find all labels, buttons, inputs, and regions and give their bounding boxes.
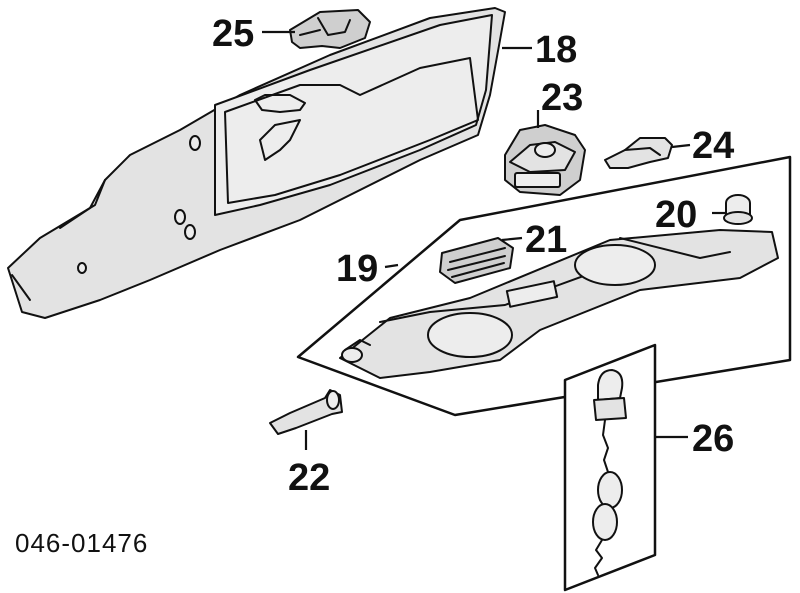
callout-20: 20: [655, 194, 697, 236]
grommet-part-20: [723, 194, 753, 225]
glove-box-door-part-18: [7, 7, 506, 319]
latch-clip-part-25: [289, 9, 371, 49]
callout-19: 19: [336, 248, 378, 290]
vent-grille-part-21: [439, 237, 514, 284]
callout-26: 26: [692, 418, 734, 460]
callout-25: 25: [212, 13, 254, 55]
callout-18: 18: [535, 29, 577, 71]
lower-panel-part-19: [296, 155, 792, 417]
callout-23: 23: [541, 77, 583, 119]
leader-lines: [262, 30, 726, 450]
clip-part-24: [604, 137, 673, 169]
key-set-part-26: [563, 343, 657, 592]
pin-part-22: [269, 389, 343, 435]
callout-21: 21: [525, 219, 567, 261]
callout-24: 24: [692, 125, 734, 167]
catalog-number: 046-01476: [15, 528, 148, 558]
switch-assembly-part-23: [504, 124, 586, 196]
callout-22: 22: [288, 457, 330, 499]
